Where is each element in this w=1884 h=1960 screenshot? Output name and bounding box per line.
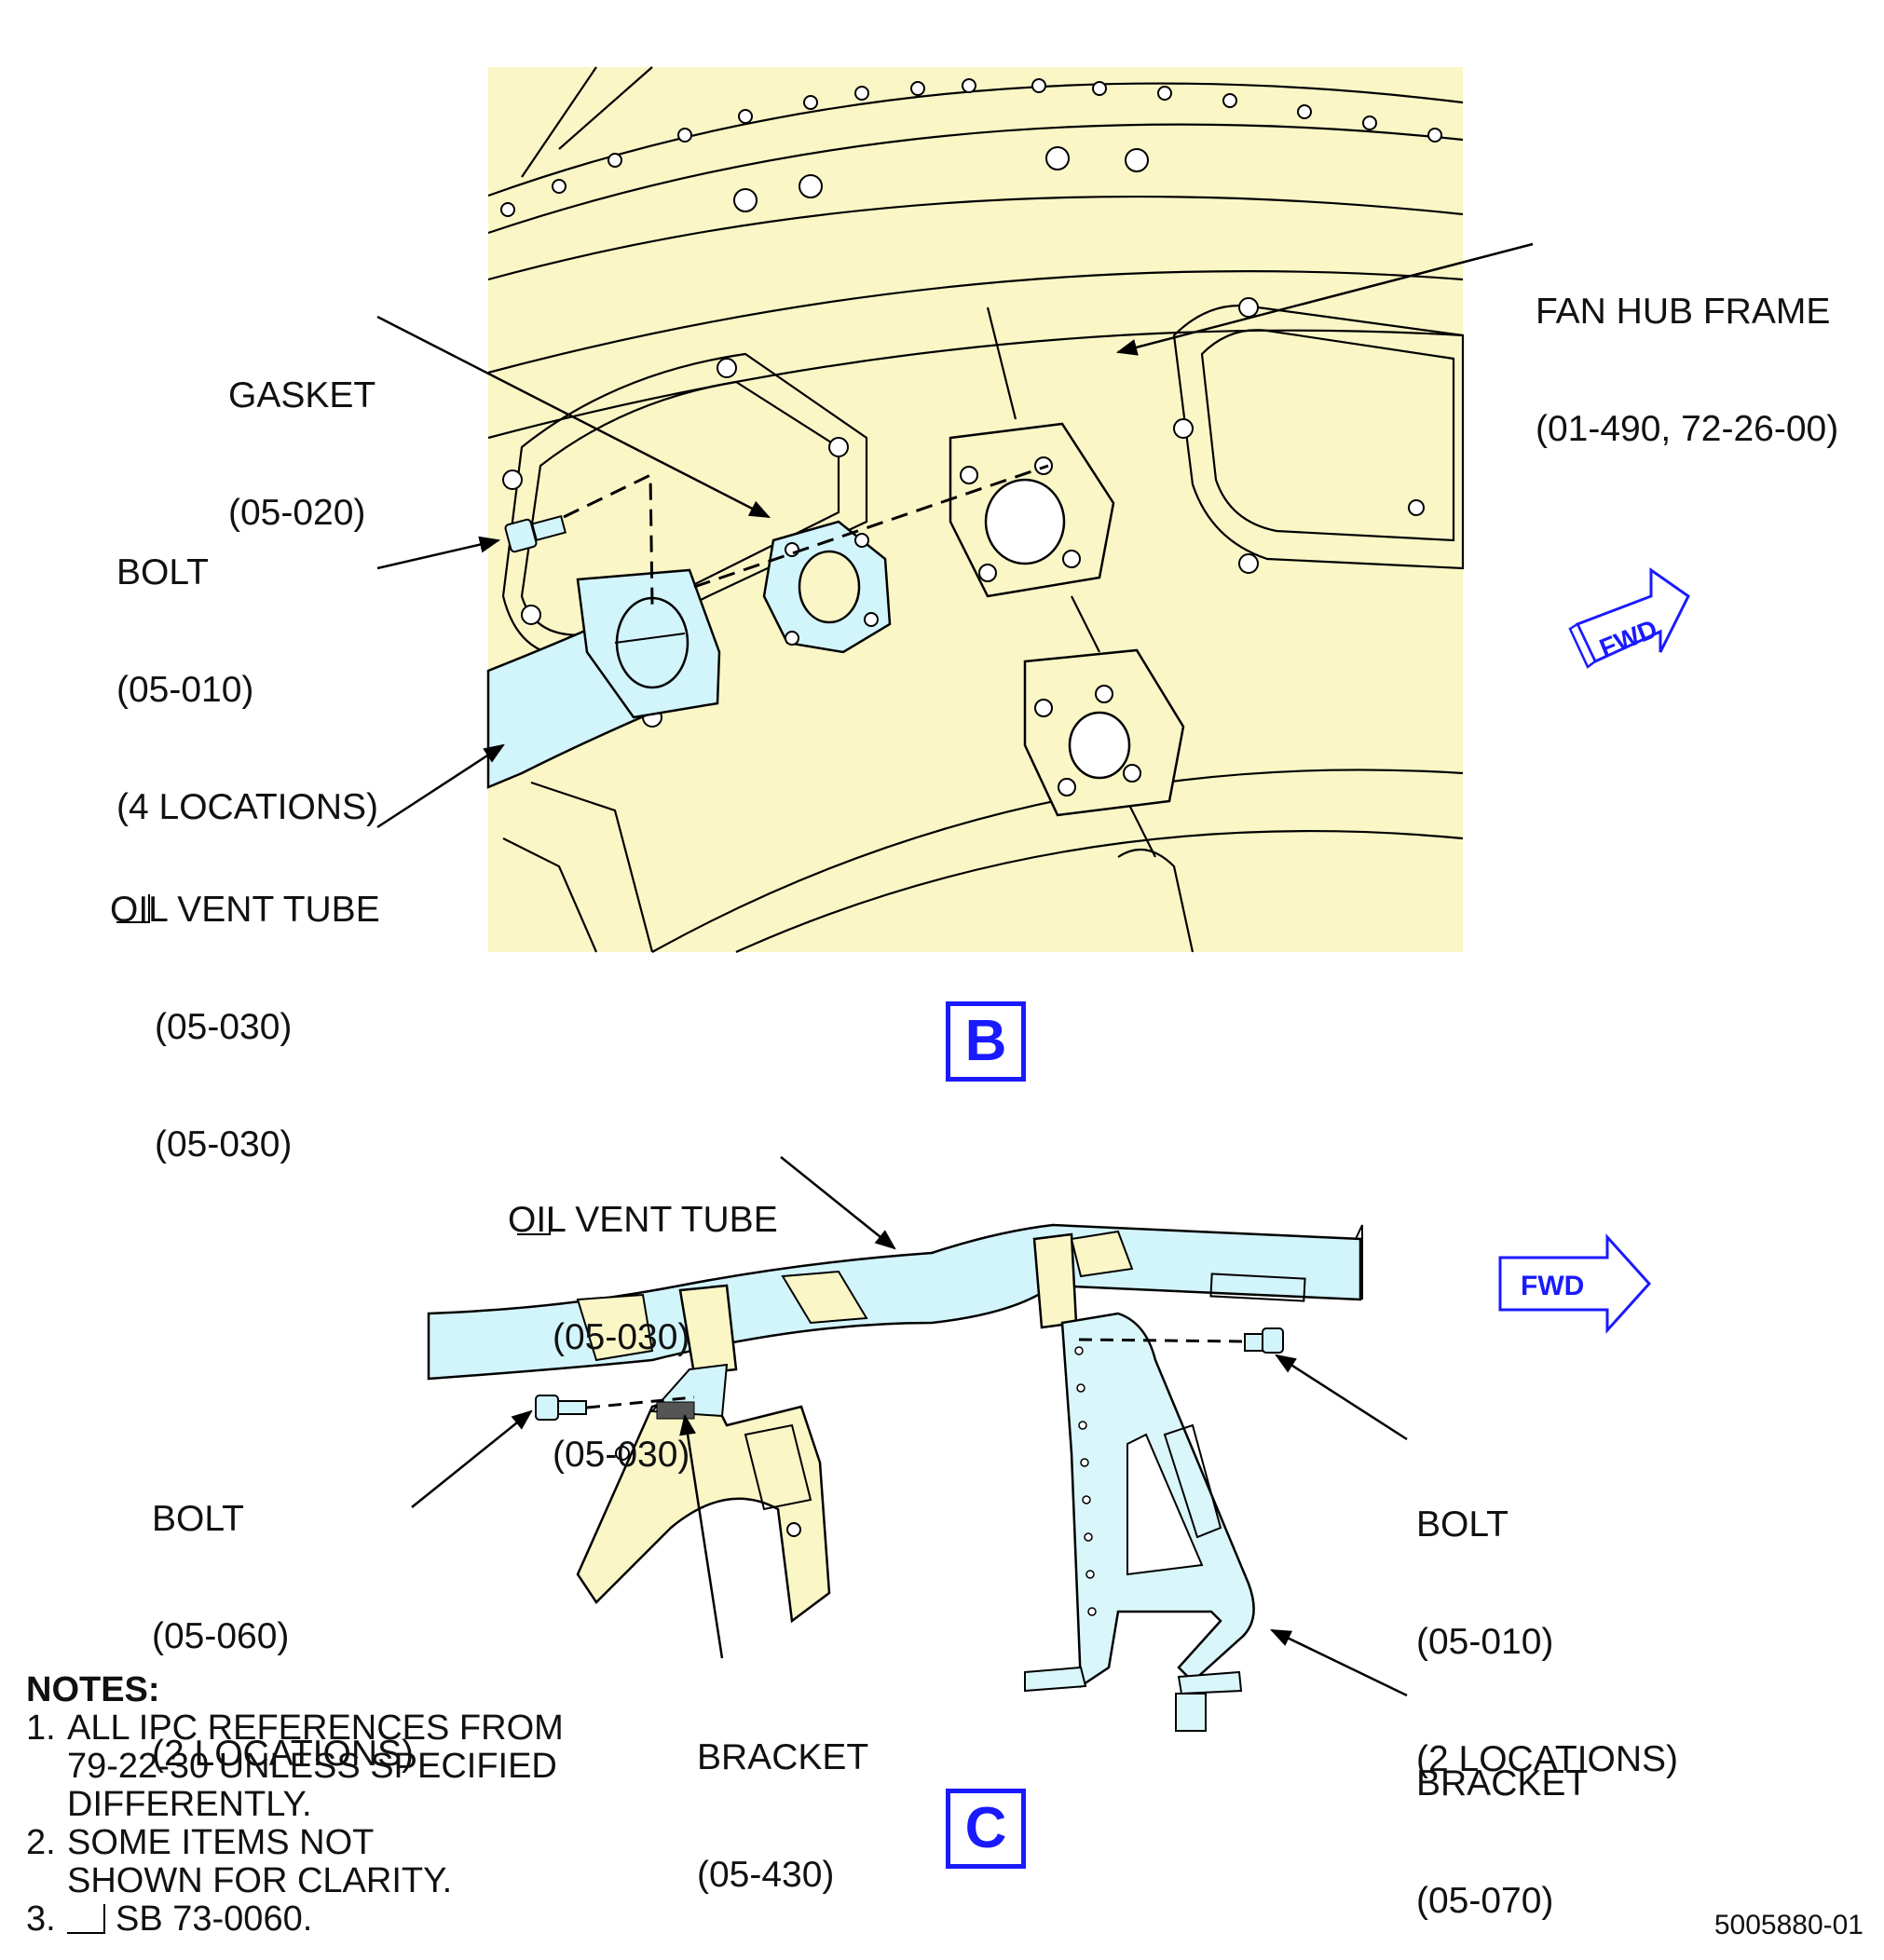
view-c-tag: C bbox=[946, 1789, 1026, 1869]
bolt-c-left-ref: (05-060) bbox=[152, 1616, 290, 1656]
note-2: 2. SOME ITEMS NOT SHOWN FOR CLARITY. bbox=[26, 1824, 564, 1900]
bracket-430-name: BRACKET bbox=[697, 1737, 869, 1777]
oil-vent-tube-b-ref: (05-030) bbox=[155, 1007, 293, 1047]
note-1-line-3: DIFFERENTLY. bbox=[67, 1785, 312, 1824]
note-3-number: 3. bbox=[26, 1899, 56, 1939]
note-1: 1. ALL IPC REFERENCES FROM 79-22-30 UNLE… bbox=[26, 1709, 564, 1824]
sb-delta-markers bbox=[67, 894, 551, 1934]
view-b-leaders bbox=[376, 242, 1534, 829]
oil-vent-tube-c-sb-ref: (05-030) bbox=[553, 1435, 690, 1475]
oil-vent-tube-c-callout: OIL VENT TUBE (05-030) (05-030) bbox=[508, 1123, 778, 1514]
bracket-430-callout: BRACKET (05-430) bbox=[697, 1660, 868, 1934]
frame-flange-pad-upper bbox=[949, 422, 1115, 598]
note-2-line-2: SHOWN FOR CLARITY. bbox=[67, 1861, 453, 1900]
gasket-ref: (05-020) bbox=[228, 493, 366, 533]
bolt-b-qty: (4 LOCATIONS) bbox=[116, 787, 378, 827]
notes-block: NOTES: 1. ALL IPC REFERENCES FROM 79-22-… bbox=[26, 1671, 564, 1939]
frame-flange-pad-lower bbox=[1023, 648, 1185, 817]
document-number: 5005880-01 bbox=[1713, 1910, 1864, 1940]
gasket-name: GASKET bbox=[228, 375, 376, 415]
bolt-b-ref: (05-010) bbox=[116, 670, 254, 710]
bracket-430-part bbox=[576, 1386, 831, 1624]
bracket-430-ref: (05-430) bbox=[697, 1855, 835, 1895]
bolt-part-b bbox=[504, 514, 567, 553]
gasket-part bbox=[762, 520, 892, 654]
note-1-line-1: ALL IPC REFERENCES FROM bbox=[67, 1708, 564, 1748]
bolt-c-left-name: BOLT bbox=[152, 1499, 244, 1539]
fan-hub-frame-ref: (01-490, 72-26-00) bbox=[1536, 409, 1839, 449]
bolt-b-name: BOLT bbox=[116, 552, 209, 592]
fwd-arrow-c: FWD bbox=[1498, 1233, 1652, 1334]
bolt-c-left-qty: (2 LOCATIONS) bbox=[152, 1734, 414, 1774]
note-2-number: 2. bbox=[26, 1823, 56, 1862]
oil-vent-tube-b-sb-ref: (05-030) bbox=[155, 1124, 293, 1164]
bracket-070-ref: (05-070) bbox=[1416, 1881, 1554, 1921]
bolt-part-c-right bbox=[1244, 1327, 1284, 1354]
bracket-070-name: BRACKET bbox=[1416, 1763, 1589, 1803]
view-b-drawing bbox=[486, 66, 1465, 954]
bracket-070-callout: BRACKET (05-070) bbox=[1416, 1686, 1588, 1960]
oil-vent-tube-b-name: OIL VENT TUBE bbox=[110, 890, 380, 930]
oil-vent-tube-b-callout: OIL VENT TUBE (05-030) (05-030) bbox=[110, 812, 380, 1204]
fan-hub-frame-name: FAN HUB FRAME bbox=[1536, 292, 1831, 332]
note-1-number: 1. bbox=[26, 1708, 56, 1748]
bolt-c-right-name: BOLT bbox=[1416, 1504, 1509, 1545]
view-c-drawing bbox=[427, 1223, 1363, 1732]
fwd-label-c: FWD bbox=[1521, 1271, 1584, 1301]
view-c-leaders bbox=[411, 1156, 1408, 1697]
note-1-line-2: 79-22-30 UNLESS SPECIFIED bbox=[67, 1747, 557, 1786]
fwd-arrow-b: FWD bbox=[1568, 567, 1690, 669]
oil-vent-tube-c-name: OIL VENT TUBE bbox=[508, 1200, 778, 1240]
oil-vent-tube-b bbox=[486, 568, 721, 789]
view-b-tag: B bbox=[946, 1001, 1026, 1082]
fan-hub-frame-callout: FAN HUB FRAME (01-490, 72-26-00) bbox=[1536, 214, 1838, 488]
bolt-c-right-ref: (05-010) bbox=[1416, 1622, 1554, 1662]
note-2-line-1: SOME ITEMS NOT bbox=[67, 1823, 375, 1862]
bolt-part-c-left bbox=[535, 1395, 587, 1421]
note-3-line-1: SB 73-0060. bbox=[116, 1899, 313, 1939]
bolt-c-right-callout: BOLT (05-010) (2 LOCATIONS) bbox=[1416, 1427, 1678, 1818]
bolt-c-left-callout: BOLT (05-060) (2 LOCATIONS) bbox=[152, 1422, 414, 1813]
bolt-b-callout: BOLT (05-010) (4 LOCATIONS) bbox=[116, 475, 378, 866]
oil-vent-tube-c-ref: (05-030) bbox=[553, 1317, 690, 1357]
bolt-c-right-qty: (2 LOCATIONS) bbox=[1416, 1739, 1678, 1779]
note-3: 3. SB 73-0060. bbox=[26, 1900, 564, 1939]
notes-heading: NOTES: bbox=[26, 1670, 160, 1709]
gasket-callout: GASKET (05-020) bbox=[228, 298, 375, 572]
